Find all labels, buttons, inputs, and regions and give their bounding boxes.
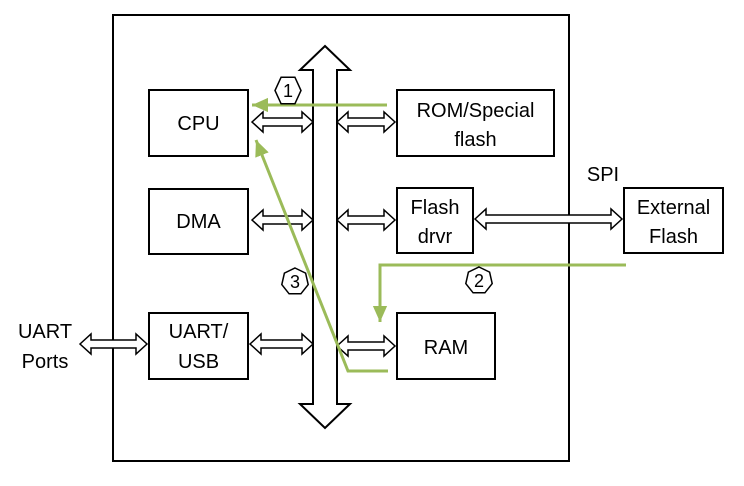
cpu-block: CPU [148, 89, 249, 157]
ram-label: RAM [424, 337, 468, 359]
spi-label: SPI [587, 164, 619, 186]
rom-special-flash-block: ROM/Special flash [396, 89, 555, 157]
flow-marker-1: 1 [274, 76, 302, 105]
flow-marker-1-number: 1 [283, 81, 293, 101]
bus-flash-drvr-connector [335, 208, 397, 232]
uart-ports-label-line1: UART [18, 321, 72, 343]
uart-usb-label-line2: USB [178, 351, 219, 373]
dma-label: DMA [176, 211, 221, 233]
flow-marker-2: 2 [464, 266, 494, 294]
rom-label-line1: ROM/Special [417, 100, 535, 122]
flow-marker-2-number: 2 [474, 271, 484, 291]
flow-arrows [252, 97, 626, 373]
bus-rom-connector [335, 110, 397, 134]
connector-arrows [78, 110, 624, 358]
uart-usb-bus-connector [248, 332, 315, 356]
flash-drvr-label-line2: drvr [418, 226, 453, 248]
uart-ports-label-line2: Ports [22, 351, 69, 373]
uart-ports-connector [78, 332, 149, 356]
flow-arrow-3-ram-to-cpu [254, 139, 388, 373]
system-bus-arrow [297, 44, 353, 430]
rom-label-line2: flash [454, 129, 496, 151]
external-flash-block: External Flash [623, 187, 724, 254]
external-flash-label-line2: Flash [649, 226, 698, 248]
flow-marker-3: 3 [280, 267, 310, 295]
dma-block: DMA [148, 188, 249, 255]
uart-usb-block: UART/ USB [148, 312, 249, 380]
external-flash-label-line1: External [637, 197, 710, 219]
ram-block: RAM [396, 312, 496, 380]
flash-drvr-external-connector [473, 207, 624, 231]
flow-arrow-2-external-flash-to-ram [372, 263, 626, 322]
cpu-label: CPU [177, 113, 219, 135]
flash-drvr-label-line1: Flash [411, 197, 460, 219]
cpu-bus-connector [250, 110, 315, 134]
dma-bus-connector [250, 208, 315, 232]
bus-ram-connector [335, 334, 397, 358]
uart-usb-label-line1: UART/ [169, 321, 229, 343]
flow-marker-3-number: 3 [290, 272, 300, 292]
flash-drvr-block: Flash drvr [396, 187, 474, 254]
